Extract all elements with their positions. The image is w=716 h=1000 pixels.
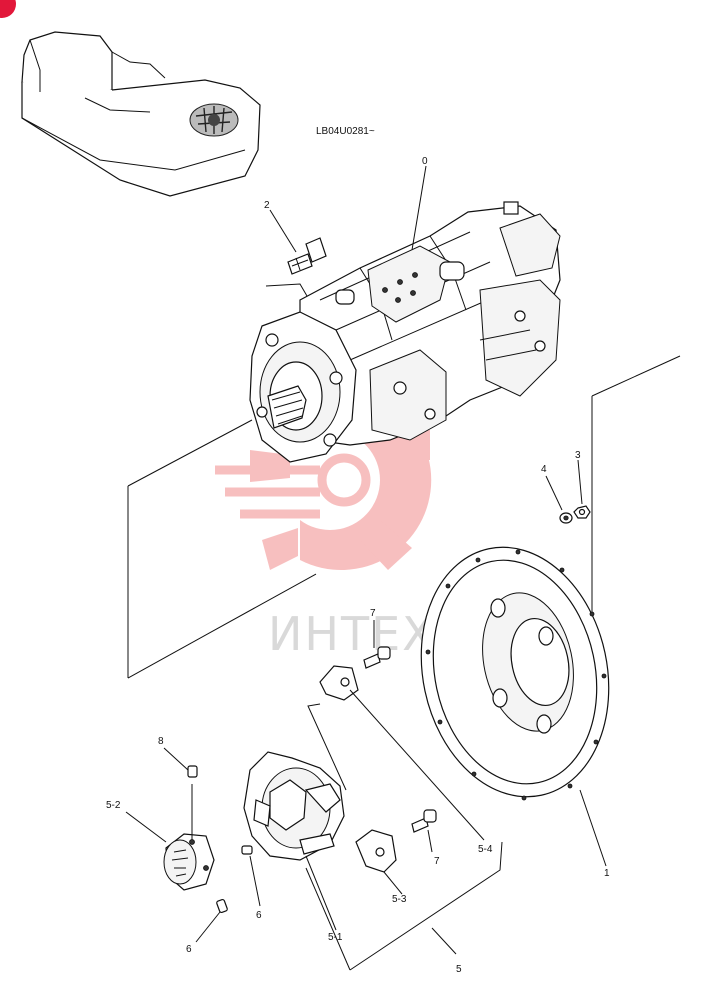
callout-5-4: 5-4 (478, 844, 493, 855)
callout-6-middle: 6 (256, 910, 262, 921)
machine-locator-icon (21, 31, 261, 197)
corner-badge (0, 0, 16, 18)
bolt-part-7-lower (411, 809, 437, 833)
watermark-text: ИНТЕХ (268, 607, 436, 661)
hub-part-5-2 (163, 833, 215, 891)
callout-7-lower: 7 (434, 856, 440, 867)
callout-4: 4 (541, 464, 547, 475)
leader-lines (125, 165, 607, 971)
coupling-element-part-5-1 (243, 751, 345, 861)
nut-part-3 (573, 505, 591, 519)
drawing-code: LB04U0281~ (316, 126, 375, 137)
callout-5-2: 5-2 (106, 800, 121, 811)
bracket-part-5-3 (355, 829, 397, 873)
bracket-part-5-4 (319, 665, 359, 701)
screw-part-8 (187, 765, 198, 778)
callout-7-upper: 7 (370, 608, 376, 619)
callout-3: 3 (575, 450, 581, 461)
callout-1: 1 (604, 868, 610, 879)
bolt-part-2 (287, 237, 327, 275)
set-screw-part-6-left (216, 898, 228, 914)
callout-5-3: 5-3 (392, 894, 407, 905)
bolt-part-7-upper (363, 646, 391, 669)
callout-0: 0 (422, 156, 428, 167)
flange-plate-part-1 (420, 546, 610, 801)
callout-6-left: 6 (186, 944, 192, 955)
callout-5: 5 (456, 964, 462, 975)
callout-2: 2 (264, 200, 270, 211)
set-screw-part-6-middle (241, 845, 253, 855)
hydraulic-pump-assembly (249, 201, 561, 463)
callout-labels: 0 2 3 4 7 1 5-4 7 8 5-2 5-3 6 5-1 6 5 (106, 156, 610, 975)
callout-8: 8 (158, 736, 164, 747)
washer-part-4 (559, 512, 573, 524)
callout-5-1: 5-1 (328, 932, 343, 943)
